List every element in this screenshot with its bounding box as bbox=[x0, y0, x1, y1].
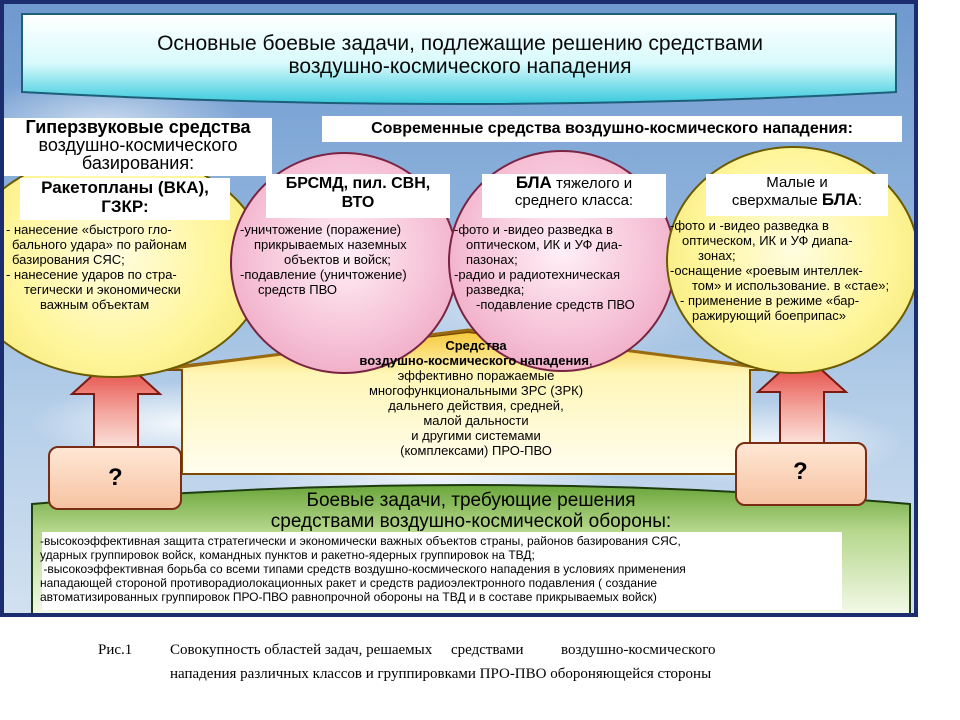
circle1-subtitle-line2: ГЗКР: bbox=[101, 197, 149, 216]
hypersonic-header: Гиперзвуковые средства воздушно-космичес… bbox=[4, 118, 272, 176]
bottom-text-panel bbox=[42, 532, 842, 610]
circle4-line: оптическом, ИК и УФ диапа- bbox=[682, 233, 853, 248]
middle-bold-line2: воздушно-космического нападения bbox=[359, 353, 589, 368]
middle-bold-suffix: , bbox=[588, 353, 593, 368]
circle3-line: -фото и -видео разведка в bbox=[454, 222, 613, 237]
middle-line: малой дальности bbox=[423, 413, 529, 428]
question-mark-right: ? bbox=[793, 458, 808, 485]
figure-caption: Рис.1 Совокупность областей задач, решаем… bbox=[98, 638, 918, 686]
circle4-line: зонах; bbox=[698, 248, 736, 263]
circle2-line: прикрываемых наземных bbox=[254, 237, 407, 252]
title-banner-shape bbox=[21, 13, 897, 105]
circle4-line: - применение в режиме «бар- bbox=[680, 293, 860, 308]
circle1-subtitle: Ракетопланы (ВКА), ГЗКР: bbox=[20, 178, 230, 220]
bottom-line: нападающей стороной противорадиолокацион… bbox=[40, 576, 658, 590]
circle4-line: ражирующий боеприпас» bbox=[692, 308, 847, 323]
middle-line: многофункциональными ЗРС (ЗРК) bbox=[368, 383, 584, 398]
question-box-left: ? bbox=[48, 446, 182, 510]
circle3-line: оптическом, ИК и УФ диа- bbox=[466, 237, 623, 252]
circle4-subtitle-line1: Малые и bbox=[766, 174, 828, 191]
circle2-subtitle-line2: ВТО bbox=[341, 194, 375, 211]
circle3-subtitle-rest: тяжелого и bbox=[551, 175, 633, 192]
circle3-subtitle: БЛА тяжелого и среднего класса: bbox=[482, 174, 666, 218]
circle2-text: -уничтожение (поражение) прикрываемых на… bbox=[240, 222, 452, 297]
circle1-line: важным объектам bbox=[40, 297, 150, 312]
caption-line2: нападения различных классов и группировк… bbox=[170, 666, 712, 682]
question-box-right: ? bbox=[735, 442, 867, 506]
circle3-subtitle-line2: среднего класса: bbox=[514, 192, 634, 209]
circle2-line: объектов и войск; bbox=[284, 252, 391, 267]
circle4-subtitle-post: : bbox=[857, 192, 863, 209]
bottom-title-line2: средствами воздушно-космической обороны: bbox=[270, 511, 672, 532]
title-line2: воздушно-космического нападения bbox=[288, 55, 632, 78]
circle1-text: - нанесение «быстрого гло- бального удар… bbox=[6, 222, 238, 312]
question-mark-left: ? bbox=[108, 464, 123, 491]
bottom-text: -высокоэффективная защита стратегически … bbox=[40, 534, 910, 604]
circle3-subtitle-bold: БЛА bbox=[515, 173, 552, 192]
title-line1: Основные боевые задачи, подлежащие решен… bbox=[157, 32, 763, 55]
bottom-title-line1: Боевые задачи, требующие решения bbox=[306, 490, 636, 511]
circle3-text: -фото и -видео разведка в оптическом, ИК… bbox=[454, 222, 676, 312]
hypersonic-header-line1: Гиперзвуковые средства bbox=[25, 117, 251, 137]
middle-bold-line1: Средства bbox=[445, 338, 507, 353]
circle2-subtitle-line1: БРСМД, пил. СВН, bbox=[285, 175, 431, 192]
modern-header: Современные средства воздушно-космическо… bbox=[322, 116, 902, 142]
circle1-line: тегически и экономически bbox=[24, 282, 181, 297]
middle-line: (комплексами) ПРО-ПВО bbox=[400, 443, 552, 458]
circle4-line: -фото и -видео разведка в bbox=[670, 218, 829, 233]
bottom-line: -высокоэффективная защита стратегически … bbox=[40, 534, 681, 548]
hypersonic-header-line3: базирования: bbox=[81, 153, 195, 173]
bottom-line: ударных группировок войск, командных пун… bbox=[40, 548, 535, 562]
circle3-line: разведка; bbox=[466, 282, 525, 297]
circle4-text: -фото и -видео разведка в оптическом, ИК… bbox=[670, 218, 914, 323]
circle1-line: - нанесение «быстрого гло- bbox=[6, 222, 172, 237]
circle4-line: том» и использование. в «стае»; bbox=[692, 278, 890, 293]
bottom-line: -высокоэффективная борьба со всеми типам… bbox=[40, 562, 686, 576]
hypersonic-header-line2: воздушно-космического bbox=[38, 135, 238, 155]
circle1-line: - нанесение ударов по стра- bbox=[6, 267, 177, 282]
bottom-title: Боевые задачи, требующие решения средств… bbox=[32, 490, 910, 532]
middle-line: дальнего действия, средней, bbox=[388, 398, 564, 413]
bottom-line: автоматизированных группировок ПРО-ПВО р… bbox=[40, 590, 657, 604]
circle4-subtitle: Малые и сверхмалые БЛА: bbox=[706, 174, 888, 216]
circle2-line: -уничтожение (поражение) bbox=[240, 222, 402, 237]
circle1-subtitle-line1: Ракетопланы (ВКА), bbox=[41, 178, 209, 197]
circle2-subtitle: БРСМД, пил. СВН, ВТО bbox=[266, 174, 450, 218]
circle2-line: средств ПВО bbox=[258, 282, 337, 297]
circle4-line: -оснащение «роевым интеллек- bbox=[670, 263, 863, 278]
circle3-line: пазонах; bbox=[466, 252, 518, 267]
circle2-line: -подавление (уничтожение) bbox=[240, 267, 407, 282]
caption-number: Рис.1 bbox=[98, 642, 133, 658]
caption-line1: Совокупность областей задач, решаемых ср… bbox=[170, 642, 716, 658]
circle1-line: бального удара» по районам bbox=[12, 237, 187, 252]
middle-line: эффективно поражаемые bbox=[397, 368, 555, 383]
circle1-line: базирования СЯС; bbox=[12, 252, 125, 267]
diagram-frame: Основные боевые задачи, подлежащие решен… bbox=[0, 0, 918, 617]
middle-line: и другими системами bbox=[411, 428, 541, 443]
circle3-line: -подавление средств ПВО bbox=[476, 297, 635, 312]
circle4-subtitle-bold: БЛА bbox=[821, 190, 858, 209]
middle-text: Средства воздушно-космического нападения… bbox=[334, 338, 618, 458]
title: Основные боевые задачи, подлежащие решен… bbox=[26, 32, 894, 78]
circle3-line: -радио и радиотехническая bbox=[454, 267, 621, 282]
circle4-subtitle-pre: сверхмалые bbox=[731, 192, 822, 209]
